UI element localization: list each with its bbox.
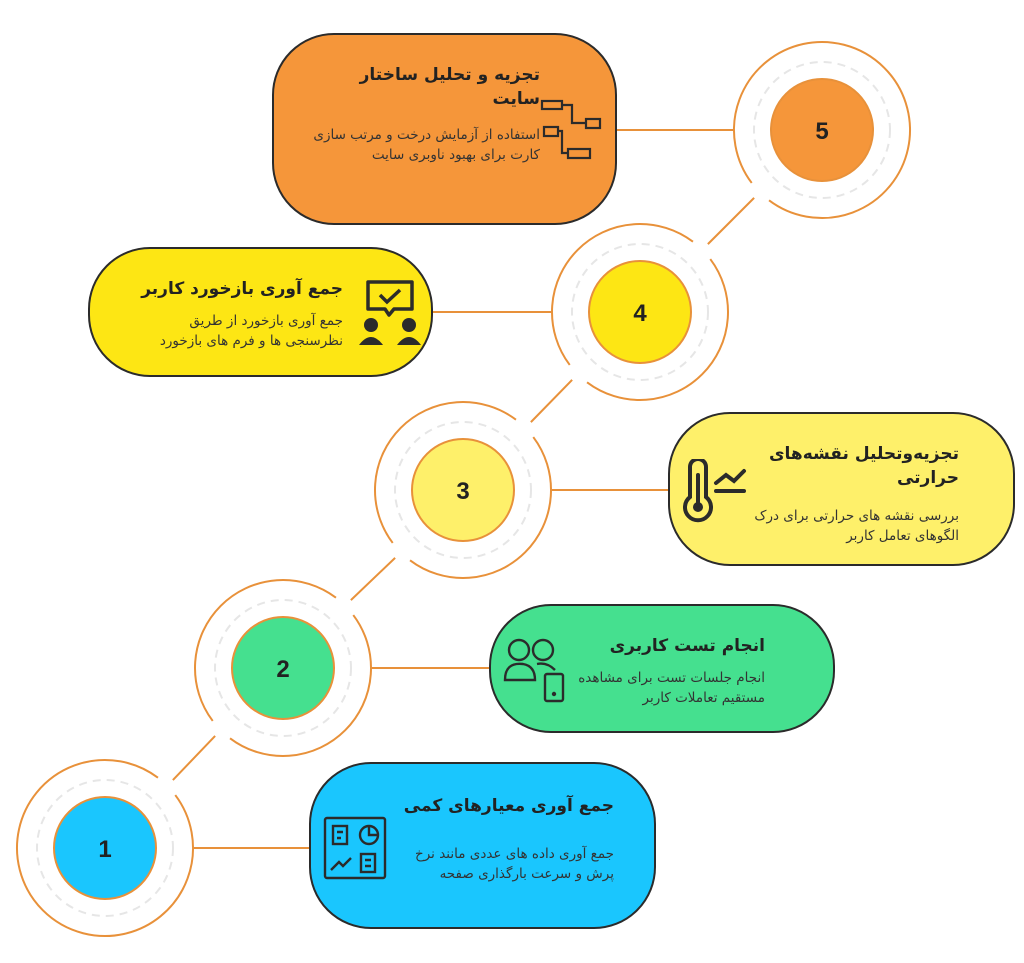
users-mobile-icon <box>503 638 565 703</box>
feedback-icon <box>359 280 421 345</box>
outer-ring-1 <box>16 759 194 937</box>
step-description: استفاده از آزمایش درخت و مرتب سازی کارت … <box>313 127 540 163</box>
step-card-4: جمع آوری بازخورد کاربر جمع آوری بازخورد … <box>88 247 433 377</box>
diagonal-connector <box>350 557 396 601</box>
step-title: تجزیه‌وتحلیل نقشه‌های حرارتی <box>768 444 959 488</box>
outer-ring-2 <box>194 579 372 757</box>
step-card-5: تجزیه و تحلیل ساختار سایت استفاده از آزم… <box>272 33 617 225</box>
step-title: انجام تست کاربری <box>609 636 765 656</box>
outer-ring-4 <box>551 223 729 401</box>
step-circle-1 <box>53 796 157 900</box>
step-card-2: انجام تست کاربری انجام جلسات تست برای مش… <box>489 604 835 733</box>
step-description: جمع آوری داده های عددی مانند نرخ پرش و س… <box>415 846 614 882</box>
step-number-2: 2 <box>276 656 289 683</box>
diagonal-connector <box>172 735 216 781</box>
outer-ring-3 <box>374 401 552 579</box>
step-number-1: 1 <box>98 836 111 863</box>
step-description: جمع آوری بازخورد از طریق نظرسنجی ها و فر… <box>159 313 343 349</box>
step-circle-2 <box>231 616 335 720</box>
diagonal-connector <box>707 197 755 245</box>
step-title: جمع آوری معیارهای کمی <box>403 796 614 816</box>
dashed-ring-3 <box>394 421 532 559</box>
step-card-3: تجزیه‌وتحلیل نقشه‌های حرارتی بررسی نقشه … <box>668 412 1015 566</box>
step-title: جمع آوری بازخورد کاربر <box>141 279 343 299</box>
dashed-ring-2 <box>214 599 352 737</box>
dashed-ring-5 <box>753 61 891 199</box>
step-circle-5 <box>770 78 874 182</box>
step-description: انجام جلسات تست برای مشاهده مستقیم تعامل… <box>578 670 765 706</box>
step-description: بررسی نقشه های حرارتی برای درک الگوهای ت… <box>754 508 959 544</box>
sitemap-tree-icon <box>540 99 602 160</box>
step-number-4: 4 <box>633 300 647 327</box>
dashed-ring-4 <box>571 243 709 381</box>
step-title: تجزیه و تحلیل ساختار سایت <box>359 65 540 109</box>
outer-ring-5 <box>733 41 911 219</box>
step-number-5: 5 <box>815 118 828 145</box>
step-circle-3 <box>411 438 515 542</box>
diagonal-connector <box>530 379 573 423</box>
dashed-ring-1 <box>36 779 174 917</box>
thermometer-icon <box>683 459 746 523</box>
step-card-1: جمع آوری معیارهای کمی جمع آوری داده های … <box>309 762 656 929</box>
dashboard-icon <box>323 816 387 880</box>
step-number-3: 3 <box>456 478 469 505</box>
step-circle-4 <box>588 260 692 364</box>
